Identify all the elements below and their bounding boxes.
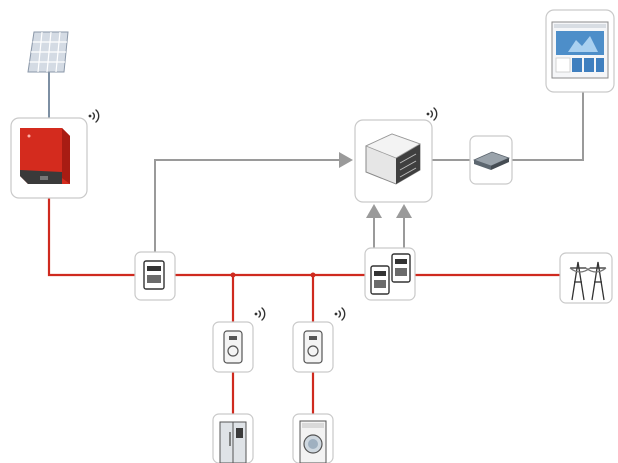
junction-dot xyxy=(230,272,236,278)
smart-plug-tile xyxy=(292,307,346,373)
web-portal-tile xyxy=(545,9,615,93)
solar-panel-icon xyxy=(27,31,69,73)
production-meter-tile xyxy=(134,251,176,301)
grid-meters-tile xyxy=(364,247,416,301)
data-line-switch-to-portal xyxy=(512,92,584,161)
data-line-meter-to-manager xyxy=(154,152,353,252)
refrigerator-tile xyxy=(212,413,254,463)
inverter-tile xyxy=(10,109,100,199)
smart-plug-icon xyxy=(223,330,243,364)
smart-plug-icon xyxy=(303,330,323,364)
refrigerator-icon xyxy=(219,421,247,463)
web-portal-monitor-icon xyxy=(551,21,609,79)
smart-plug-tile xyxy=(212,307,266,373)
data-manager-tile xyxy=(354,107,438,203)
energy-meter-icon xyxy=(370,265,390,295)
wifi-icon xyxy=(426,107,438,121)
wifi-icon xyxy=(254,307,266,321)
energy-meter-icon xyxy=(143,260,165,290)
inverter-icon xyxy=(20,128,70,184)
washing-machine-tile xyxy=(292,413,334,463)
power-line-main xyxy=(47,198,560,277)
data-manager-icon xyxy=(364,133,421,185)
junction-dot xyxy=(310,272,316,278)
network-switch-icon xyxy=(472,151,511,170)
utility-grid-icon xyxy=(569,261,607,301)
network-switch-tile xyxy=(469,135,513,185)
wifi-icon xyxy=(334,307,346,321)
solar-panel xyxy=(27,31,69,73)
utility-grid-tile xyxy=(559,252,613,304)
washing-machine-icon xyxy=(299,420,327,463)
energy-meter-icon xyxy=(391,253,411,283)
wifi-icon xyxy=(88,109,100,123)
